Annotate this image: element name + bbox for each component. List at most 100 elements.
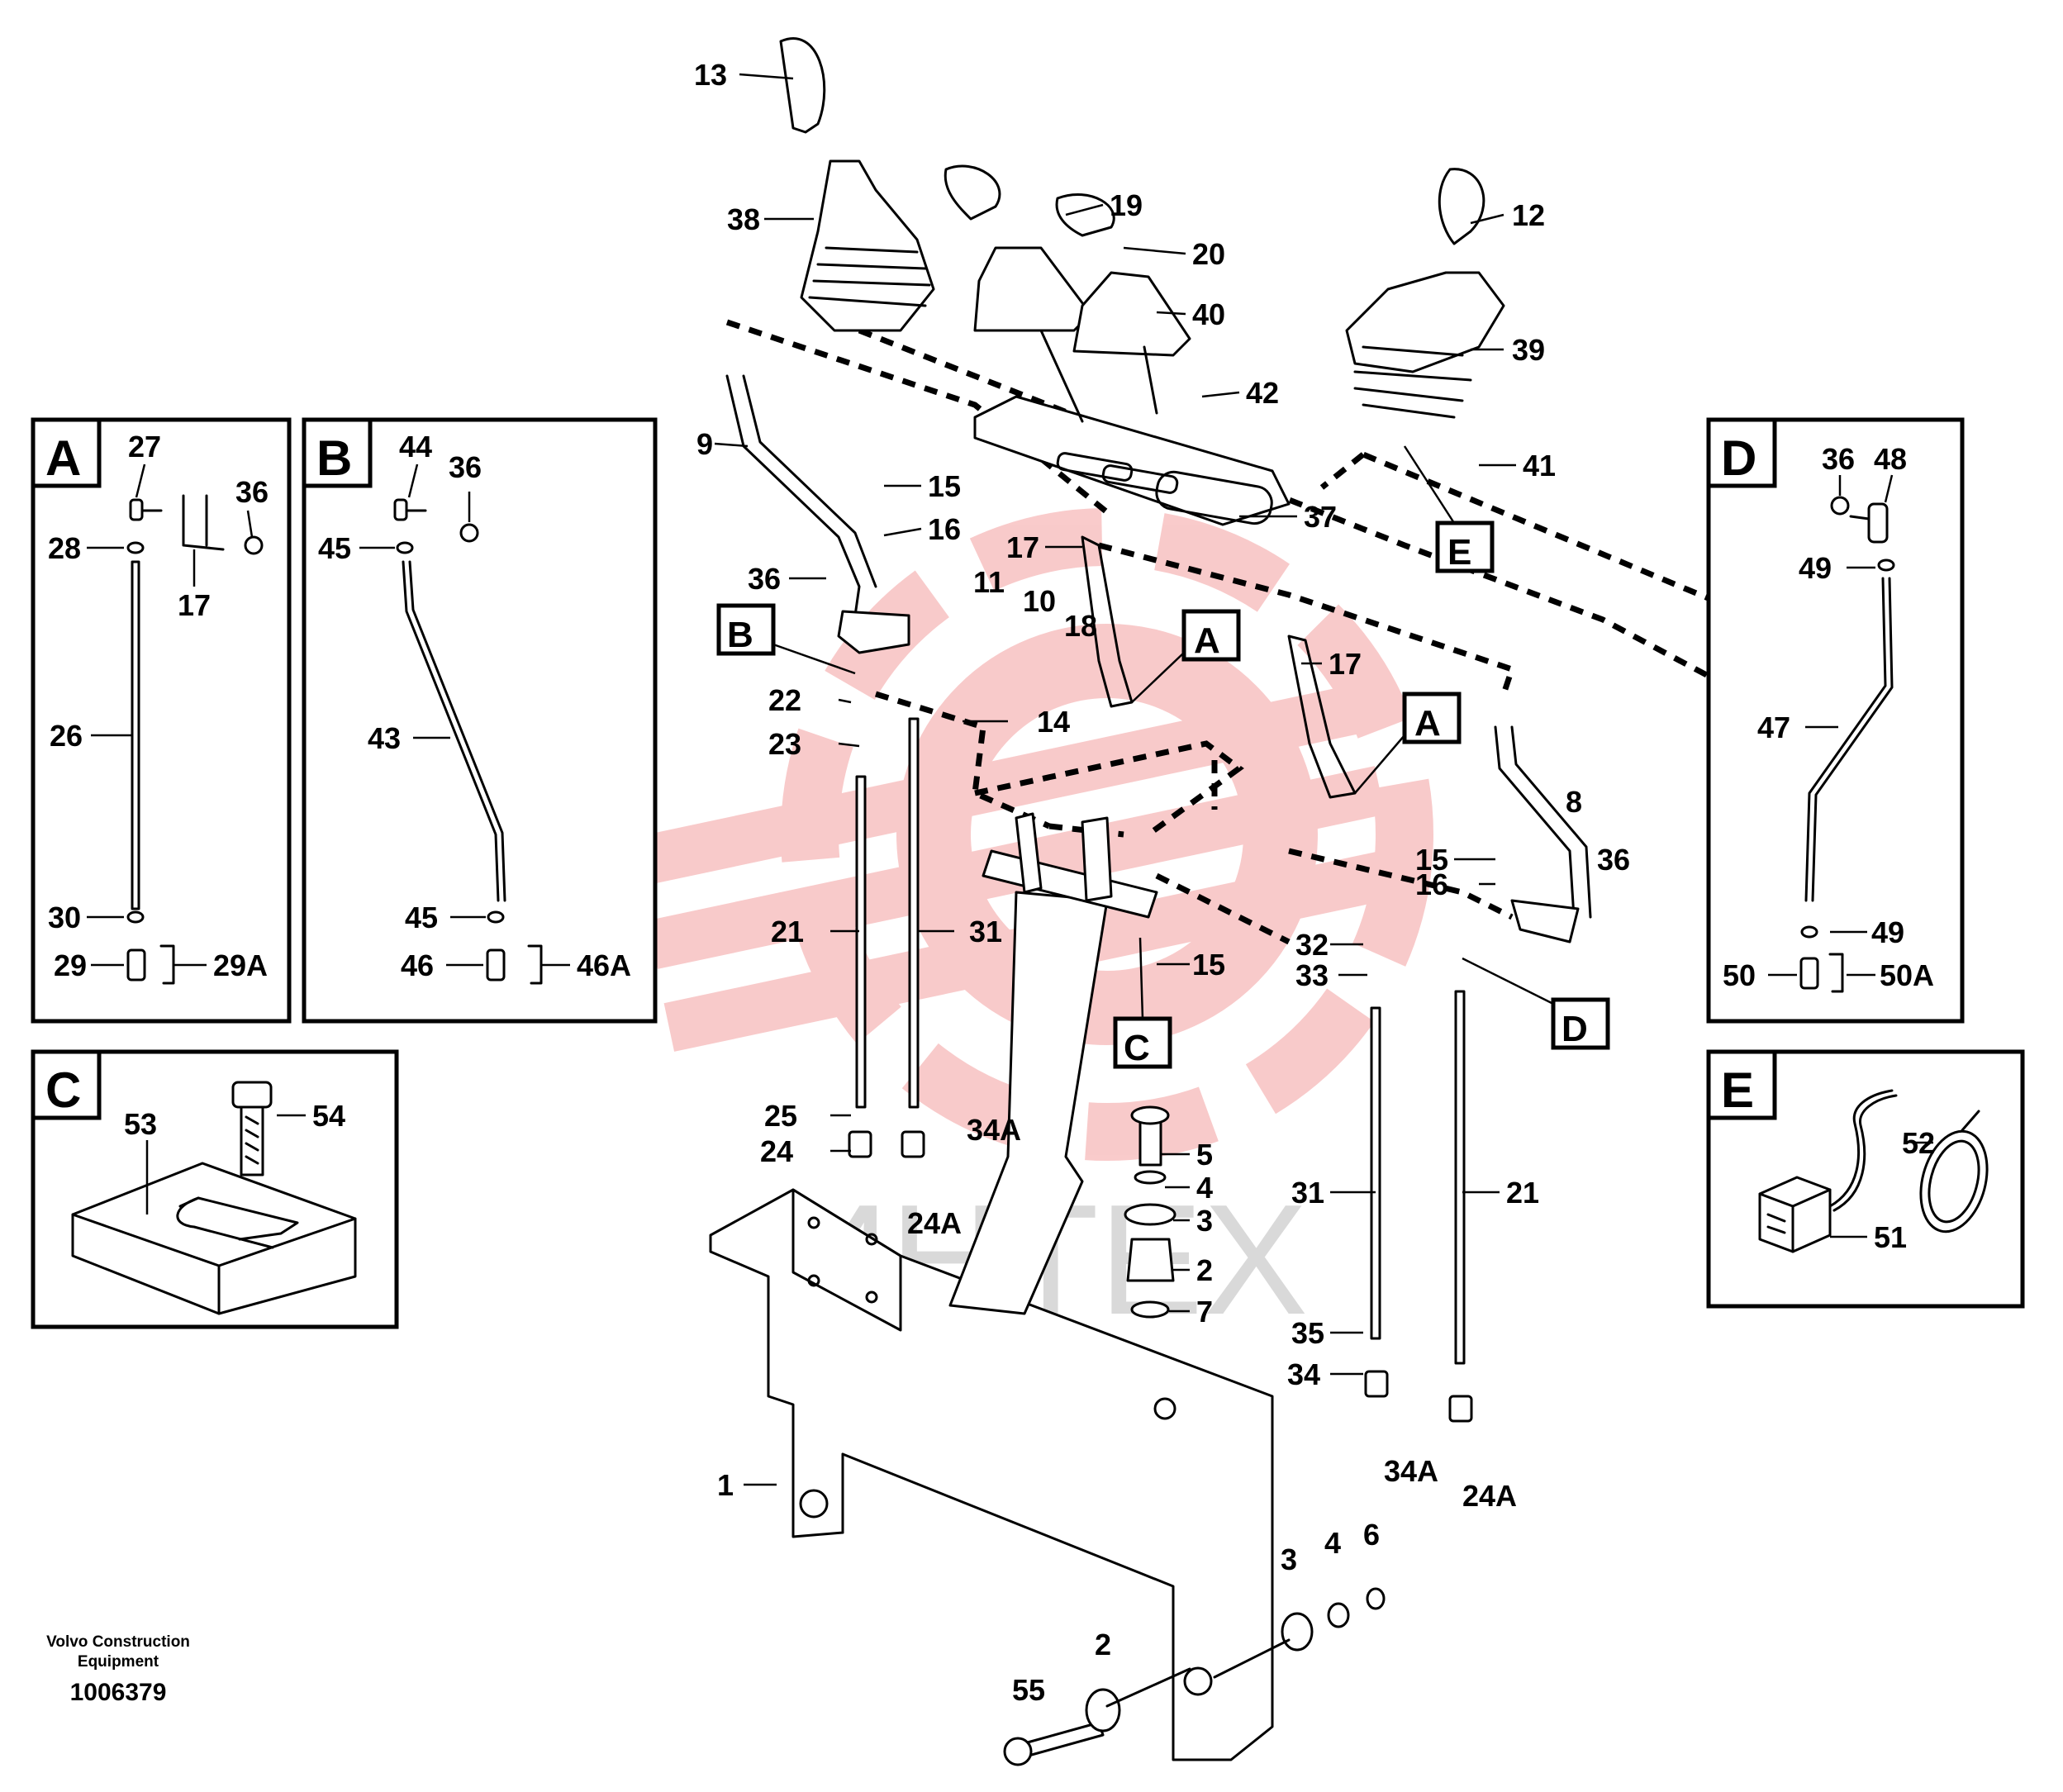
lever-arm-9 <box>725 374 861 617</box>
part-label: 41 <box>1523 449 1556 482</box>
part-label: 15 <box>1192 948 1225 982</box>
detail-view-d: D 36 48 49 47 49 50 50A <box>1706 417 1965 1024</box>
part-label: 38 <box>727 202 760 236</box>
part-label: 35 <box>1291 1316 1324 1350</box>
part-label: 36 <box>1597 843 1630 877</box>
detail-b-label: 44 <box>399 430 432 463</box>
part-label: 31 <box>1291 1176 1324 1210</box>
right-joystick <box>1345 168 1505 419</box>
control-rods <box>848 717 1473 1423</box>
svg-text:E: E <box>1447 532 1471 573</box>
part-label: 23 <box>768 727 801 761</box>
part-label: 12 <box>1512 198 1545 232</box>
detail-letter-c: C <box>45 1062 81 1118</box>
part-label: 3 <box>1281 1542 1297 1576</box>
part-label: 14 <box>1037 705 1070 739</box>
part-label: 18 <box>1064 609 1097 643</box>
part-label: 1 <box>717 1468 734 1502</box>
control-column <box>948 891 1109 1315</box>
credit-line-2: Equipment <box>78 1653 159 1671</box>
document-number: 1006379 <box>70 1679 167 1706</box>
detail-view-e: E 52 51 <box>1706 1049 2025 1309</box>
detail-b-label: 45 <box>318 531 351 565</box>
part-label: 9 <box>696 427 713 461</box>
lever-arm-8 <box>1494 725 1576 919</box>
detail-letter-a: A <box>45 430 81 486</box>
part-label: 16 <box>928 512 961 546</box>
part-label: 20 <box>1192 237 1225 271</box>
part-label: 40 <box>1192 297 1225 331</box>
rod-31-left <box>908 717 920 1109</box>
detail-b-label: 43 <box>368 721 401 755</box>
detail-e-label: 51 <box>1874 1220 1907 1254</box>
part-number-labels: 13 38 19 20 40 12 39 42 41 37 9 15 16 36… <box>694 58 1630 1707</box>
part-label: 33 <box>1295 958 1329 992</box>
detail-d-label: 49 <box>1799 551 1832 585</box>
part-label: 17 <box>1329 647 1362 681</box>
part-label: 37 <box>1304 500 1337 534</box>
callout-tag-d: D <box>1462 957 1610 1050</box>
svg-text:D: D <box>1562 1009 1588 1049</box>
rod-31-right <box>1370 1006 1381 1340</box>
part-label: 22 <box>768 683 801 717</box>
console-plate <box>973 395 1291 526</box>
part-label: 42 <box>1246 376 1279 410</box>
mount-hardware-stack <box>1124 1105 1176 1319</box>
rod-21-left <box>855 775 867 1109</box>
callout-tag-c: C <box>1113 937 1172 1069</box>
detail-d-label: 50A <box>1880 958 1934 992</box>
rod-21-right <box>1454 990 1466 1365</box>
detail-b-label: 36 <box>449 450 482 484</box>
detail-a-label: 30 <box>48 901 81 934</box>
part-label: 2 <box>1095 1628 1111 1661</box>
detail-a-label: 26 <box>50 719 83 753</box>
detail-a-label: 36 <box>235 475 269 509</box>
part-label: 36 <box>748 562 781 596</box>
detail-a-label: 17 <box>178 588 211 622</box>
part-label: 24A <box>1462 1479 1517 1513</box>
detail-a-label: 28 <box>48 531 81 565</box>
svg-text:A: A <box>1414 703 1441 744</box>
detail-letter-e: E <box>1721 1062 1754 1118</box>
part-label: 13 <box>694 58 727 92</box>
callout-tag-a-right: A <box>1354 692 1462 794</box>
detail-view-b: B 44 36 45 43 45 46 46A <box>302 417 658 1024</box>
credit-line-1: Volvo Construction <box>46 1633 190 1651</box>
publisher-credit: Volvo Construction Equipment 1006379 <box>46 1633 190 1706</box>
detail-view-c: C 53 54 <box>31 1049 399 1329</box>
detail-d-label: 36 <box>1822 442 1855 476</box>
part-label: 34 <box>1287 1357 1320 1391</box>
part-label: 15 <box>928 469 961 503</box>
part-label: 21 <box>1506 1176 1539 1210</box>
part-label: 3 <box>1196 1204 1213 1238</box>
callout-tag-a-center: A <box>1131 609 1241 703</box>
detail-c-label: 53 <box>124 1107 157 1141</box>
part-label: 55 <box>1012 1673 1045 1707</box>
main-assembly <box>709 37 1592 1766</box>
detail-c-label: 54 <box>312 1099 345 1133</box>
part-label: 15 <box>1415 843 1448 877</box>
pivot-hardware <box>1003 1587 1386 1766</box>
detail-d-label: 48 <box>1874 442 1907 476</box>
part-label: 34A <box>967 1113 1021 1147</box>
part-label: 24A <box>907 1206 962 1240</box>
detail-letter-b: B <box>316 430 352 486</box>
part-label: 32 <box>1295 928 1329 962</box>
part-label: 4 <box>1196 1171 1213 1205</box>
detail-b-label: 46A <box>577 948 631 982</box>
detail-b-label: 46 <box>401 948 434 982</box>
svg-text:B: B <box>727 615 753 655</box>
part-label: 31 <box>969 915 1002 948</box>
part-label: 4 <box>1324 1526 1341 1560</box>
detail-d-label: 47 <box>1757 711 1790 744</box>
part-label: 25 <box>764 1099 797 1133</box>
part-label: 6 <box>1363 1518 1380 1552</box>
detail-d-label: 49 <box>1871 915 1904 949</box>
detail-a-label: 29 <box>54 948 87 982</box>
dashed-reference-lines <box>725 319 1870 945</box>
callout-tag-b: B <box>716 603 856 675</box>
part-label: 34A <box>1384 1454 1438 1488</box>
callout-tags: B A A C D E <box>716 445 1610 1069</box>
part-label: 5 <box>1196 1138 1213 1172</box>
